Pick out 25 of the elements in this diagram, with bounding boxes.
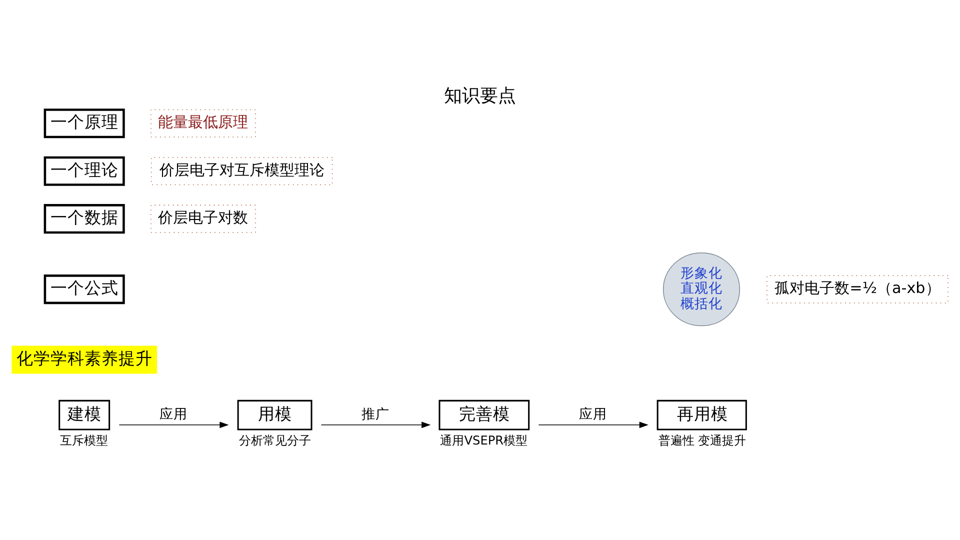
diagram-title: 知识要点 — [444, 86, 516, 107]
node-box: 价层电子对数 — [150, 204, 256, 233]
edge-label: 推广 — [361, 406, 390, 422]
edge-label: 应用 — [579, 406, 608, 422]
arrow — [118, 422, 229, 428]
node-box: 能量最低原理 — [150, 109, 256, 138]
node-box: 建模 — [58, 400, 110, 430]
node-box: 完善模 — [438, 400, 530, 430]
node-label: 普遍性 变通提升 — [658, 433, 746, 448]
node-box: 一个公式 — [44, 274, 125, 304]
node-label: 分析常见分子 — [238, 433, 311, 448]
arrow — [538, 422, 648, 428]
node-box: 再用模 — [656, 400, 747, 430]
node-box: 一个数据 — [44, 204, 125, 234]
node-box: 化学学科素养提升 — [12, 346, 158, 374]
node-box: 一个原理 — [44, 108, 125, 138]
node-box: 一个理论 — [44, 156, 125, 186]
node-label: 互斥模型 — [60, 433, 108, 448]
node-circle: 形象化 直观化 概括化 — [662, 252, 740, 326]
node-box: 用模 — [237, 400, 312, 430]
node-label: 通用VSEPR模型 — [440, 433, 528, 448]
node-box: 孤对电子数=½（a-xb） — [766, 275, 948, 304]
node-box: 价层电子对互斥模型理论 — [150, 157, 333, 186]
edge-label: 应用 — [160, 406, 188, 422]
arrow — [320, 422, 431, 428]
